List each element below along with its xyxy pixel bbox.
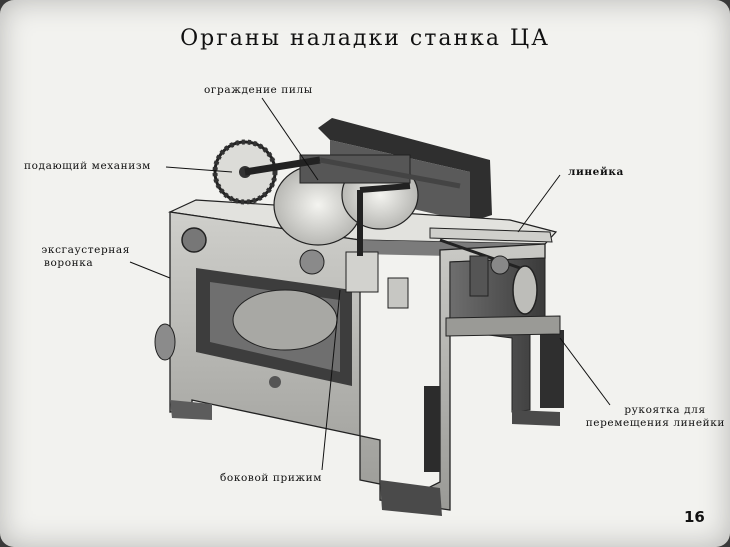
label-saw-guard: ограждение пилы	[204, 84, 313, 96]
label-ruler-handle: рукоятка для перемещения линейки	[575, 404, 725, 430]
side-clamp	[345, 183, 411, 309]
exhaust-funnel	[154, 227, 325, 388]
label-ruler: линейка	[568, 166, 624, 178]
right-frame	[445, 257, 564, 426]
leader-saw-guard	[261, 97, 319, 181]
feed-mechanism	[212, 139, 461, 205]
label-feed-mechanism: подающий механизм	[24, 160, 151, 172]
leader-feed-mechanism	[165, 166, 233, 173]
saw-guard	[273, 154, 419, 246]
label-side-clamp: боковой прижим	[220, 472, 323, 484]
label-ruler-handle-line2: перемещения линейки	[585, 417, 725, 429]
label-exhaust-funnel-line2: воронка	[44, 257, 94, 269]
leader-exhaust-funnel	[129, 261, 171, 279]
leader-side-clamp	[321, 289, 341, 471]
leader-ruler-handle	[559, 337, 611, 406]
leader-ruler	[517, 174, 561, 233]
ruler-fence	[429, 227, 553, 315]
leader-lines	[129, 97, 611, 471]
front-frame	[169, 211, 546, 516]
label-exhaust-funnel-line1: эксгаустерная	[41, 244, 130, 256]
label-ruler-handle-line1: рукоятка для	[624, 404, 706, 416]
page-title: Органы наладки станка ЦА	[180, 26, 550, 51]
label-exhaust-funnel: эксгаустерная воронка	[14, 244, 130, 270]
page-number: 16	[684, 508, 705, 526]
